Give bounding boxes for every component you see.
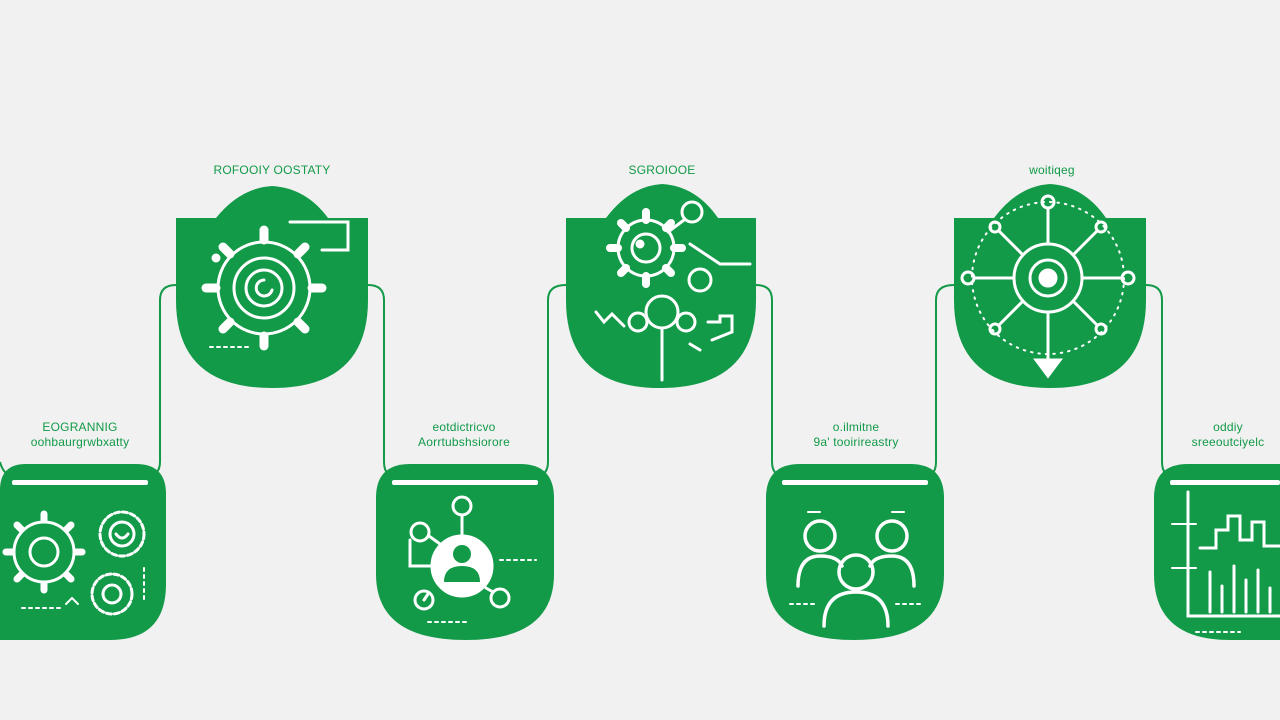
step-1-node [0, 464, 166, 640]
step-2-label-line-1: ROFOOIY OOSTATY [213, 163, 331, 177]
step-7-label-line-1: oddiy [1213, 420, 1243, 434]
step-4-shape [566, 184, 756, 388]
step-3-label-line-1: eotdictricvo [432, 420, 496, 434]
step-3-node [376, 464, 554, 640]
step-7-shape [1154, 464, 1280, 640]
step-2-shape [176, 186, 368, 388]
step-7-label-line-2: sreeoutciyelc [1191, 435, 1265, 449]
step-4-label: SGROIOOE [629, 163, 696, 178]
bar-chart-icon [1171, 490, 1280, 633]
step-7-label: oddiy sreeoutciyelc [1192, 420, 1265, 450]
step-6-label: woitiqeg [1029, 163, 1075, 178]
step-5-label-line-2: 9a' tooirireastry [813, 435, 899, 449]
compass-target-icon [960, 194, 1136, 379]
step-7-node [1154, 464, 1280, 640]
network-user-icon [408, 495, 537, 623]
gear-target-icon [201, 220, 350, 351]
step-5-tab [782, 480, 928, 485]
step-2-label: ROFOOIY OOSTATY [213, 163, 330, 178]
step-5-shape [766, 464, 944, 640]
people-group-icon [789, 511, 925, 628]
step-5-label-line-1: o.ilmitne [832, 420, 880, 434]
step-6-node [954, 184, 1146, 388]
step-1-label-line-2: oohbaurgrwbxatty [30, 435, 130, 449]
gear-network-icon [594, 200, 752, 382]
step-4-node [566, 184, 756, 388]
step-1-label: EOGRANNIG oohbaurgrwbxatty [31, 420, 130, 450]
step-3-label-line-2: Aorrtubshsiorore [418, 435, 510, 449]
step-7-tab [1170, 480, 1280, 485]
step-5-label: o.ilmitne 9a' tooirireastry [813, 420, 898, 450]
gears-icon [2, 510, 146, 616]
step-3-tab [392, 480, 538, 485]
step-4-label-line-1: SGROIOOE [628, 163, 696, 177]
step-1-label-line-1: EOGRANNIG [42, 420, 118, 434]
step-1-tab [12, 480, 148, 485]
step-6-label-line-1: woitiqeg [1029, 163, 1075, 177]
step-3-label: eotdictricvo Aorrtubshsiorore [418, 420, 510, 450]
step-2-node [176, 186, 368, 388]
step-5-node [766, 464, 944, 640]
